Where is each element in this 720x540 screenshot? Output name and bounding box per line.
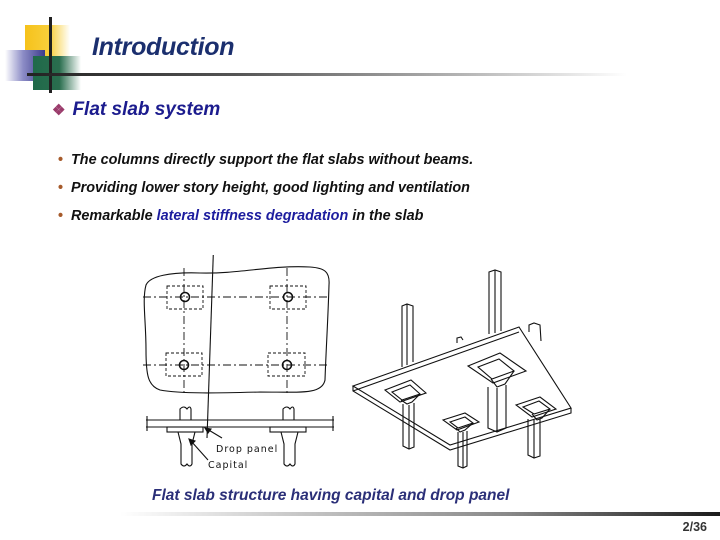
bullet-item: • Remarkable lateral stiffness degradatio…	[58, 206, 473, 234]
bullet-dot-icon: •	[58, 180, 64, 196]
flat-slab-figure: Drop panel Capital	[143, 255, 572, 471]
bullet-item: • Providing lower story height, good ligh…	[58, 178, 473, 206]
plan-slab-outline	[143, 266, 330, 394]
slide-logo-decoration	[0, 0, 100, 100]
bullet-list: • The columns directly support the flat s…	[58, 150, 473, 234]
page-number: 2/36	[682, 520, 707, 534]
diamond-bullet-icon: ❖	[52, 102, 66, 119]
footer-line	[120, 512, 720, 516]
label-drop-panel: Drop panel	[216, 444, 278, 455]
bullet-highlight: lateral stiffness degradation	[156, 208, 349, 224]
bullet-text-suffix: in the slab	[348, 208, 424, 224]
title-underline	[27, 73, 627, 76]
label-capital: Capital	[208, 460, 248, 471]
bullet-dot-icon: •	[58, 208, 64, 224]
bullet-text: Providing lower story height, good light…	[71, 180, 470, 196]
bullet-item: • The columns directly support the flat s…	[58, 150, 473, 178]
subheading-text: Flat slab system	[72, 99, 221, 120]
bullet-text: The columns directly support the flat sl…	[71, 152, 474, 168]
slide-title: Introduction	[92, 33, 235, 61]
bullet-dot-icon: •	[58, 152, 64, 168]
bullet-text-prefix: Remarkable	[71, 208, 157, 224]
subheading: ❖ Flat slab system	[52, 99, 220, 121]
logo-vertical-line	[49, 17, 52, 93]
figure-caption: Flat slab structure having capital and d…	[152, 487, 510, 504]
